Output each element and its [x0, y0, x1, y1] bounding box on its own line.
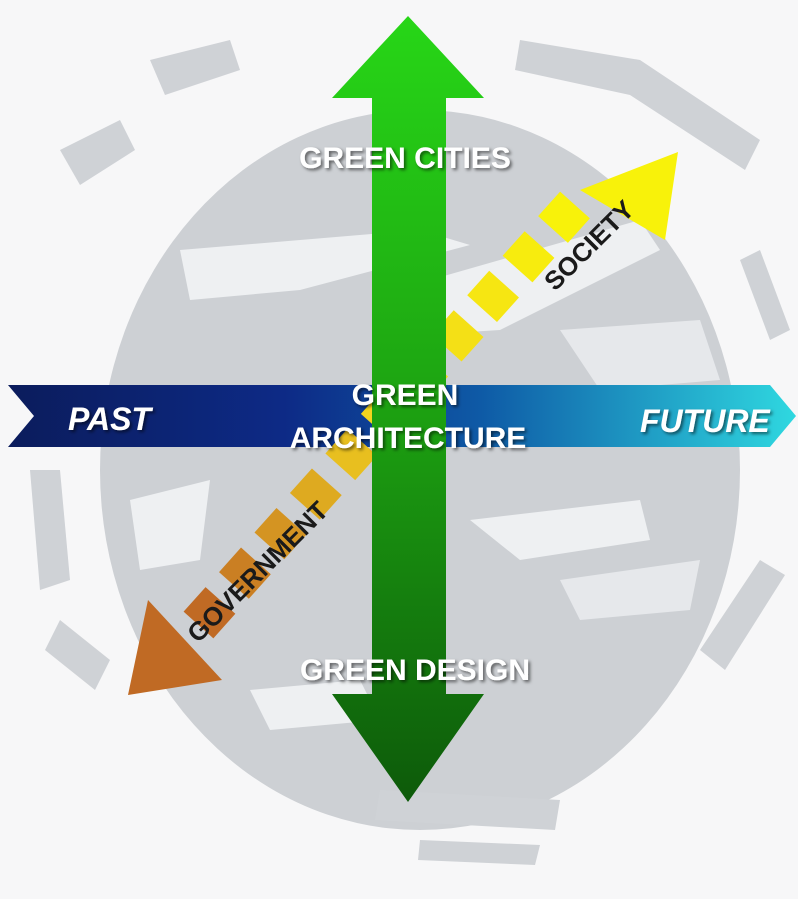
label-green-cities: GREEN CITIES: [299, 142, 511, 175]
label-future: FUTURE: [640, 403, 771, 439]
green-vertical-arrow: [332, 16, 484, 802]
diagonal-dash-segment: [467, 270, 519, 322]
label-green-center-line2: ARCHITECTURE: [290, 422, 527, 455]
diagonal-dash-segment: [502, 231, 555, 283]
globe-swirl: [60, 120, 135, 185]
globe-swirl: [45, 620, 110, 690]
globe-swirl: [30, 470, 70, 590]
diagonal-dash-segment: [325, 428, 378, 481]
globe-cutout: [560, 320, 720, 390]
label-green-design: GREEN DESIGN: [300, 654, 530, 687]
globe-swirl: [418, 840, 540, 865]
globe-cutout: [130, 480, 210, 570]
society-arrowhead: [580, 152, 678, 240]
globe-swirl: [515, 40, 760, 170]
government-arrowhead: [128, 600, 222, 695]
globe-cutout: [470, 500, 650, 560]
diagonal-dash-segment: [219, 547, 271, 599]
globe-swirl: [700, 560, 785, 670]
label-green-center-line1: GREEN: [352, 379, 459, 412]
label-past: PAST: [68, 401, 153, 437]
globe-swirl: [375, 790, 560, 830]
diagonal-dash-segment: [289, 468, 342, 520]
globe-cutout: [250, 680, 380, 730]
diagonal-dash-segment: [183, 587, 236, 639]
globe-cutout: [560, 560, 700, 620]
globe-swirl: [740, 250, 790, 340]
diagonal-dash-segment: [254, 508, 307, 560]
globe-swirl: [150, 40, 240, 95]
diagonal-dash-segment: [538, 191, 590, 243]
